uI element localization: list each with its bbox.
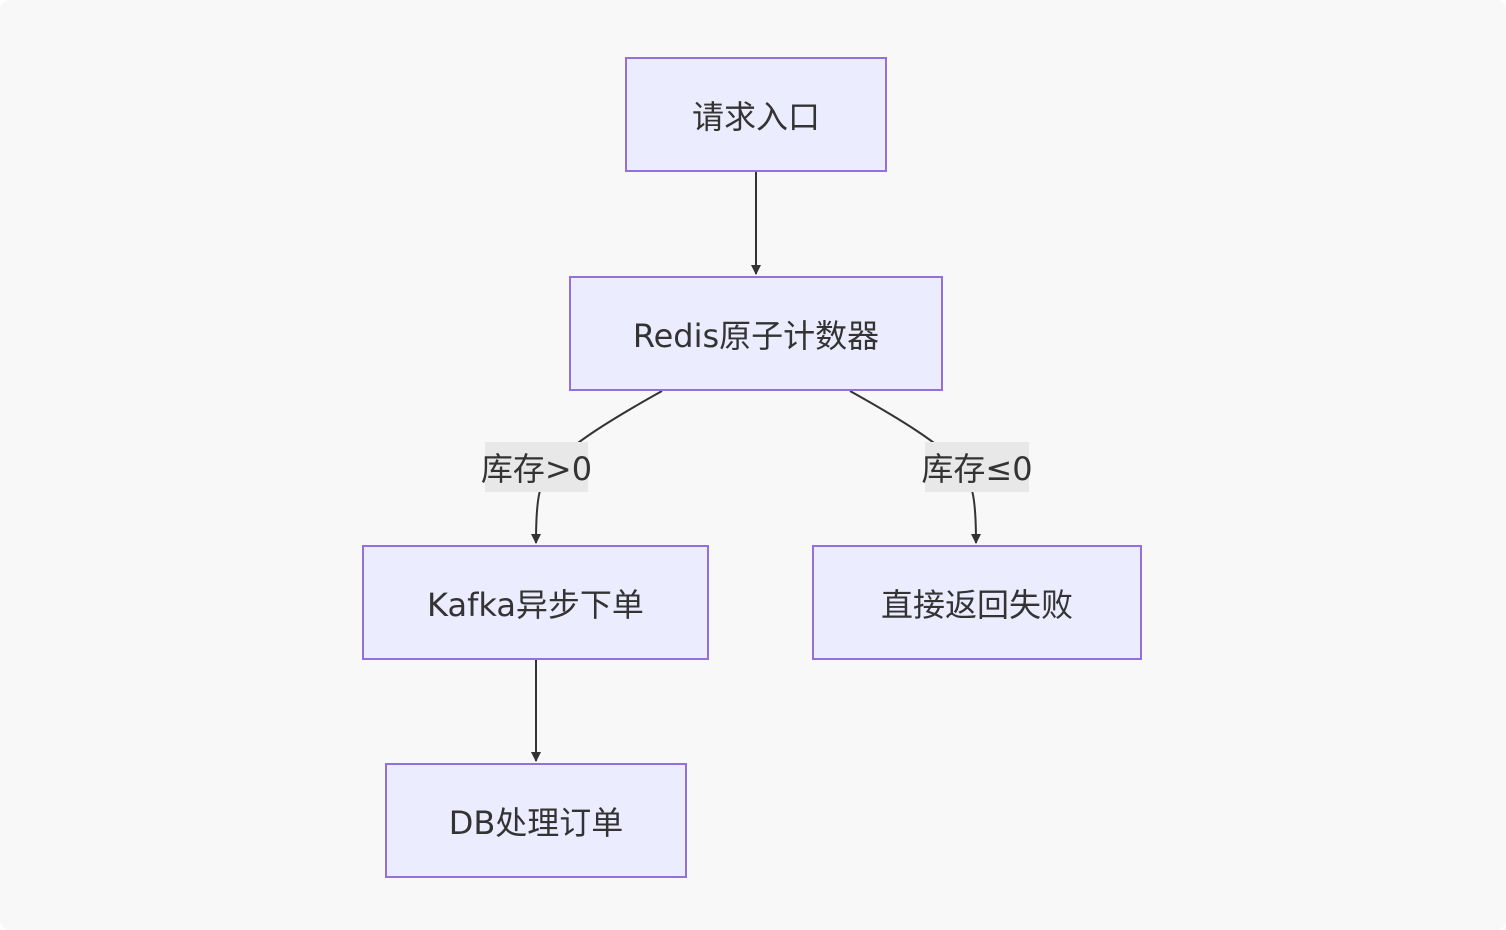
node-db-process-order: DB处理订单: [385, 763, 687, 878]
node-return-failure: 直接返回失败: [812, 545, 1142, 660]
node-kafka-async-order: Kafka异步下单: [362, 545, 709, 660]
node-request-entry: 请求入口: [625, 57, 887, 172]
node-redis-counter: Redis原子计数器: [569, 276, 943, 391]
edge-label-stock-positive: 库存>0: [481, 442, 592, 492]
edge-label-stock-non-positive: 库存≤0: [921, 442, 1033, 492]
